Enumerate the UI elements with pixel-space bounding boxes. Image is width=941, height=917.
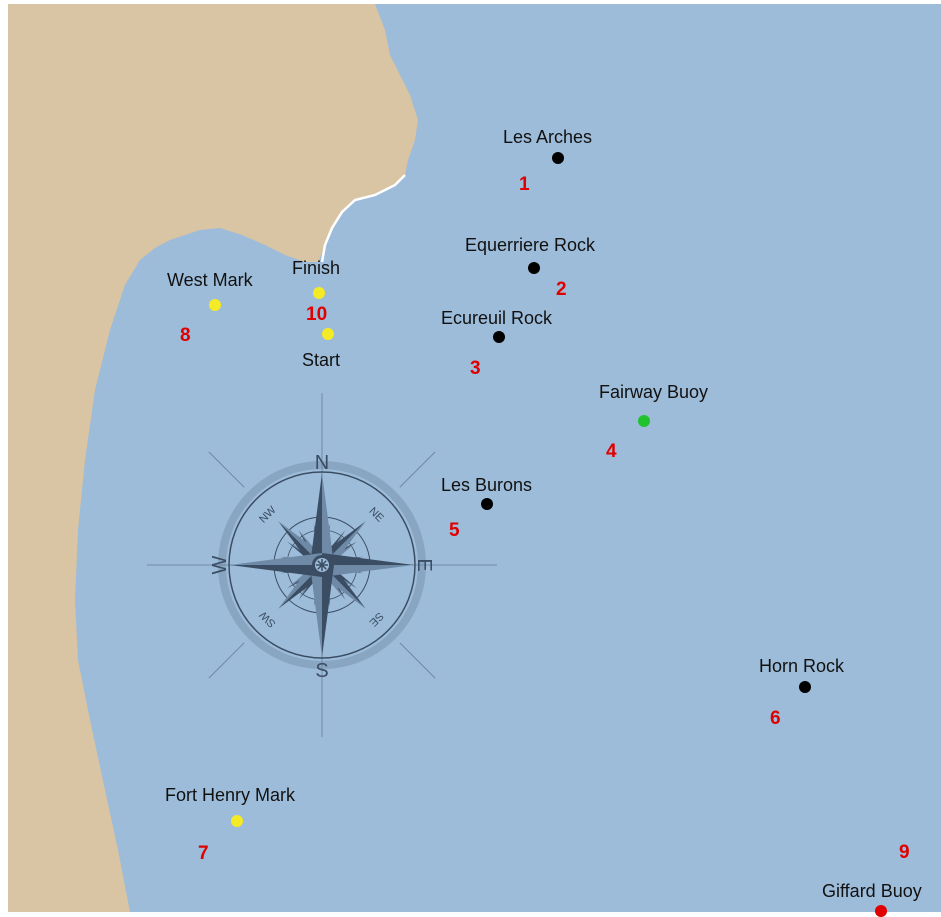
compass-inner-ring (228, 471, 416, 659)
frame-left (0, 0, 8, 912)
frame-top (0, 0, 941, 4)
compass-s: S (315, 660, 328, 682)
mark-dot-horn-rock[interactable] (799, 681, 811, 693)
mark-number-8: 8 (180, 325, 191, 346)
compass-cardinal-point-2-light (310, 565, 322, 657)
mark-dot-giffard-buoy[interactable] (875, 905, 887, 917)
mark-dot-les-burons[interactable] (481, 498, 493, 510)
mark-label-fort-henry-mark: Fort Henry Mark (165, 785, 296, 805)
compass-cardinal-point-1-light (322, 565, 414, 577)
mark-label-west-mark: West Mark (167, 270, 253, 290)
compass-cardinal-point-0-dark (310, 473, 322, 565)
mark-label-fairway-buoy: Fairway Buoy (599, 382, 709, 402)
compass-cardinal-point-0-light (322, 473, 334, 565)
harbor-pier (320, 174, 406, 263)
mark-dot-les-arches[interactable] (552, 152, 564, 164)
compass-cardinal-point-3-light (230, 553, 322, 565)
mark-label-les-burons: Les Burons (441, 475, 533, 495)
compass-n: N (315, 452, 329, 474)
compass-hub-star (316, 559, 328, 571)
mark-number-5: 5 (449, 520, 460, 541)
compass-cardinal-point-2-dark (322, 565, 334, 657)
land (8, 4, 418, 912)
mark-label-finish: Finish (292, 258, 341, 278)
mark-label-les-arches: Les Arches (503, 127, 593, 147)
mark-number-4: 4 (606, 441, 617, 462)
mark-number-7: 7 (198, 843, 209, 864)
mark-dot-west-mark[interactable] (209, 299, 221, 311)
mark-label-horn-rock: Horn Rock (759, 656, 845, 676)
compass-diagonal-spoke-3 (399, 451, 436, 488)
mark-dot-start[interactable] (322, 328, 334, 340)
compass-cardinal-point-1-dark (322, 553, 414, 565)
mark-number-3: 3 (470, 358, 481, 379)
mark-number-10: 10 (306, 304, 328, 325)
mark-label-start: Start (302, 350, 341, 370)
mark-number-1: 1 (519, 174, 530, 195)
mark-dot-equerriere-rock[interactable] (528, 262, 540, 274)
mark-dot-fort-henry-mark[interactable] (231, 815, 243, 827)
compass-w: W (209, 555, 231, 574)
mark-number-2: 2 (556, 279, 567, 300)
compass-diagonal-spoke-2 (208, 451, 245, 488)
compass-outer-ring (218, 461, 426, 669)
mark-dot-ecureuil-rock[interactable] (493, 331, 505, 343)
mark-dot-finish[interactable] (313, 287, 325, 299)
mark-label-ecureuil-rock: Ecureuil Rock (441, 308, 553, 328)
compass-diagonal-spoke-1 (208, 642, 245, 679)
mark-label-giffard-buoy: Giffard Buoy (822, 881, 922, 901)
mark-label-equerriere-rock: Equerriere Rock (465, 235, 596, 255)
compass-rose: N E S W NE SE SW NW (147, 393, 497, 737)
mark-number-6: 6 (770, 708, 781, 729)
compass-cardinal-point-3-dark (230, 565, 322, 577)
mark-dot-fairway-buoy[interactable] (638, 415, 650, 427)
compass-diagonal-spoke-0 (399, 642, 436, 679)
compass-e: E (413, 558, 435, 571)
mark-number-9: 9 (899, 842, 910, 863)
compass-hub-ray-7 (321, 560, 327, 566)
